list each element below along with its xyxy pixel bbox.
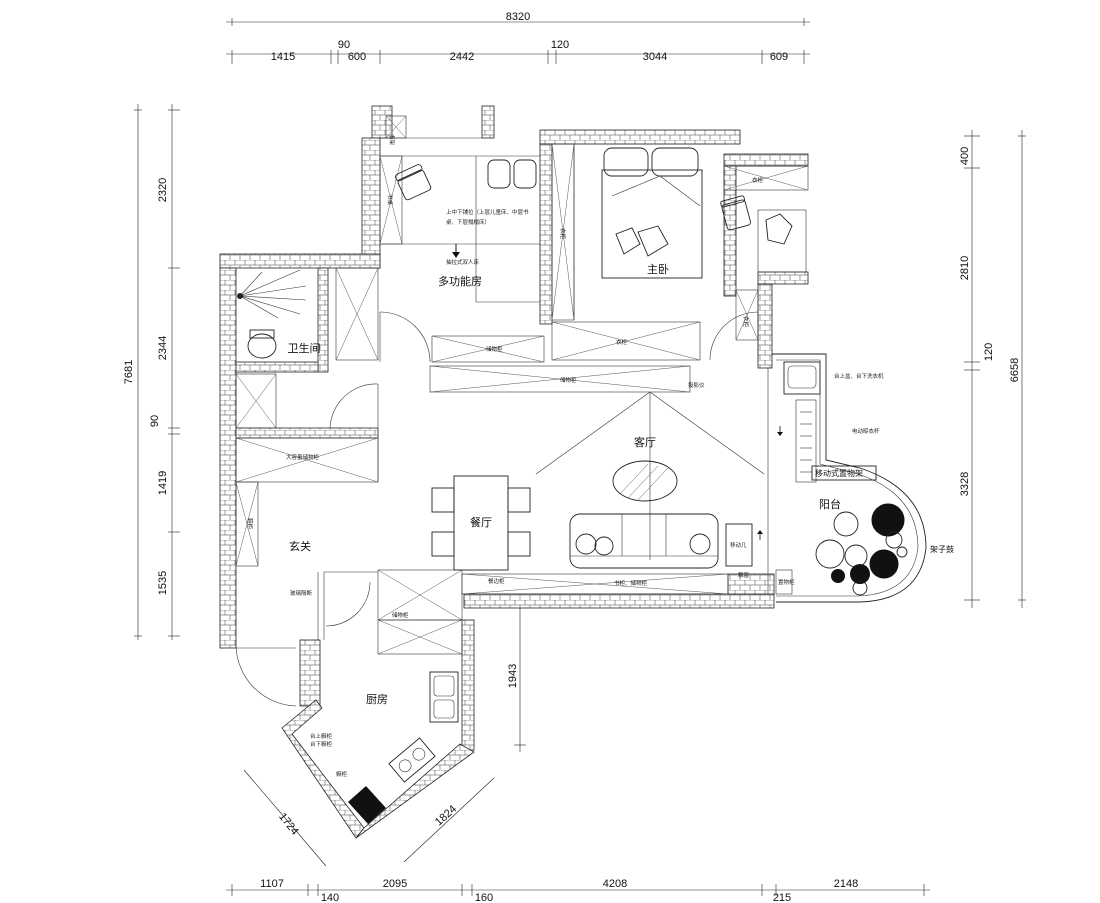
label-washer: 台上盆、台下洗衣机 bbox=[834, 372, 884, 380]
label-mobile-shelf: 移动式置物架 bbox=[815, 468, 863, 478]
label-closet-right: 衣柜 bbox=[742, 316, 750, 328]
dim-top-2: 90 bbox=[338, 39, 350, 51]
label-storage-1: 储物柜 bbox=[486, 345, 503, 353]
dim-right-2: 2810 bbox=[959, 256, 971, 280]
dim-left-3: 90 bbox=[149, 415, 161, 427]
dim-right-total: 6658 bbox=[1009, 358, 1021, 382]
label-kitchen-cab-2: 台下橱柜 bbox=[310, 740, 333, 748]
dim-left-1: 2320 bbox=[157, 178, 169, 202]
doors bbox=[235, 311, 759, 707]
label-desk: 书桌 bbox=[386, 194, 394, 206]
dim-right-1: 400 bbox=[959, 147, 971, 165]
dim-top-total: 8320 bbox=[506, 11, 530, 23]
label-storage-2: 储物柜 bbox=[560, 376, 577, 384]
label-balcony-cab: 置物柜 bbox=[778, 578, 795, 586]
dim-top-6: 3044 bbox=[643, 51, 667, 63]
dim-left-5: 1535 bbox=[157, 571, 169, 595]
dim-left-4: 1419 bbox=[157, 471, 169, 495]
interior-structure bbox=[235, 115, 809, 655]
room-dining: 餐厅 bbox=[470, 515, 492, 529]
dimension-left: 2320 2344 90 1419 1535 7681 bbox=[123, 104, 180, 640]
room-labels: 多功能房 主卧 卫生间 客厅 餐厅 玄关 厨房 阳台 bbox=[288, 263, 842, 706]
room-kitchen: 厨房 bbox=[366, 693, 388, 706]
dimension-bottom: 1107 2095 4208 2148 140 160 215 bbox=[226, 878, 930, 903]
annotation-labels: 上中下铺位（上层儿童床、中层书 桌、下层榻榻床） 抽拉式双人床 储物柜 储物柜 … bbox=[246, 134, 954, 778]
label-shoe-cabinet: 鞋柜 bbox=[246, 518, 254, 530]
label-tv-cabinet-1: 餐边柜 bbox=[488, 577, 505, 585]
dim-top-1: 1415 bbox=[271, 51, 295, 63]
dim-top-7: 609 bbox=[770, 51, 788, 63]
room-entrance: 玄关 bbox=[289, 539, 311, 553]
room-living: 客厅 bbox=[634, 435, 656, 449]
dim-bottom-2: 2095 bbox=[383, 878, 407, 890]
dim-bottom-small-3: 215 bbox=[773, 892, 791, 903]
dimension-right: 400 2810 120 3328 6658 bbox=[959, 130, 1026, 608]
label-dryer-rack: 电动晾衣杆 bbox=[852, 427, 880, 435]
drum-kit-icon bbox=[815, 503, 908, 596]
label-closet-small: 衣柜 bbox=[752, 176, 764, 184]
label-projector: 投影仪 bbox=[688, 381, 705, 389]
furniture bbox=[237, 147, 927, 824]
dim-bottom-small-2: 160 bbox=[475, 892, 493, 903]
label-kitchen-cab-1: 台上橱柜 bbox=[310, 732, 333, 740]
label-bunk-1: 上中下铺位（上层儿童床、中层书 bbox=[446, 208, 529, 216]
label-fridge-cabinet: 储物柜 bbox=[392, 611, 409, 619]
label-glass-door: 玻璃隔断 bbox=[290, 589, 313, 597]
dim-kitchen-diag-left: 1724 bbox=[276, 811, 301, 838]
dim-left-2: 2344 bbox=[157, 336, 169, 360]
label-shelf-top: 书架 bbox=[388, 134, 396, 146]
dim-kitchen-inner: 1943 bbox=[507, 664, 519, 688]
dimension-top: 8320 1415 90 600 2442 120 3044 609 bbox=[226, 11, 810, 64]
dim-top-3: 600 bbox=[348, 51, 366, 63]
room-bathroom: 卫生间 bbox=[288, 341, 321, 355]
room-balcony: 阳台 bbox=[819, 497, 841, 511]
room-multi-function: 多功能房 bbox=[438, 274, 482, 288]
dim-kitchen-diag-right: 1824 bbox=[433, 803, 459, 828]
label-pull-bed: 抽拉式双人床 bbox=[446, 258, 480, 266]
dim-right-3: 120 bbox=[983, 343, 995, 361]
walls bbox=[219, 105, 809, 839]
dim-bottom-3: 4208 bbox=[603, 878, 627, 890]
label-big-storage: 大容量储物柜 bbox=[286, 453, 320, 461]
dim-left-total: 7681 bbox=[123, 360, 135, 384]
dim-bottom-1: 1107 bbox=[260, 878, 284, 890]
dim-bottom-small-1: 140 bbox=[321, 892, 339, 903]
dim-right-4: 3328 bbox=[959, 472, 971, 496]
dim-top-5: 120 bbox=[551, 39, 569, 51]
dim-bottom-4: 2148 bbox=[834, 878, 858, 890]
label-bunk-2: 桌、下层榻榻床） bbox=[446, 218, 490, 226]
label-kitchen-cab-3: 橱柜 bbox=[336, 770, 348, 778]
label-mobile-table: 移动几 bbox=[730, 541, 747, 549]
room-master-bedroom: 主卧 bbox=[647, 263, 669, 276]
dim-top-4: 2442 bbox=[450, 51, 474, 63]
label-wardrobe: 衣柜 bbox=[616, 338, 628, 346]
label-drum-kit: 架子鼓 bbox=[930, 544, 954, 554]
label-wardrobe-side: 衣柜 bbox=[559, 228, 567, 240]
label-bay: 飘窗 bbox=[738, 571, 750, 579]
label-tv-cabinet-2: 书柜、储物柜 bbox=[614, 579, 648, 587]
